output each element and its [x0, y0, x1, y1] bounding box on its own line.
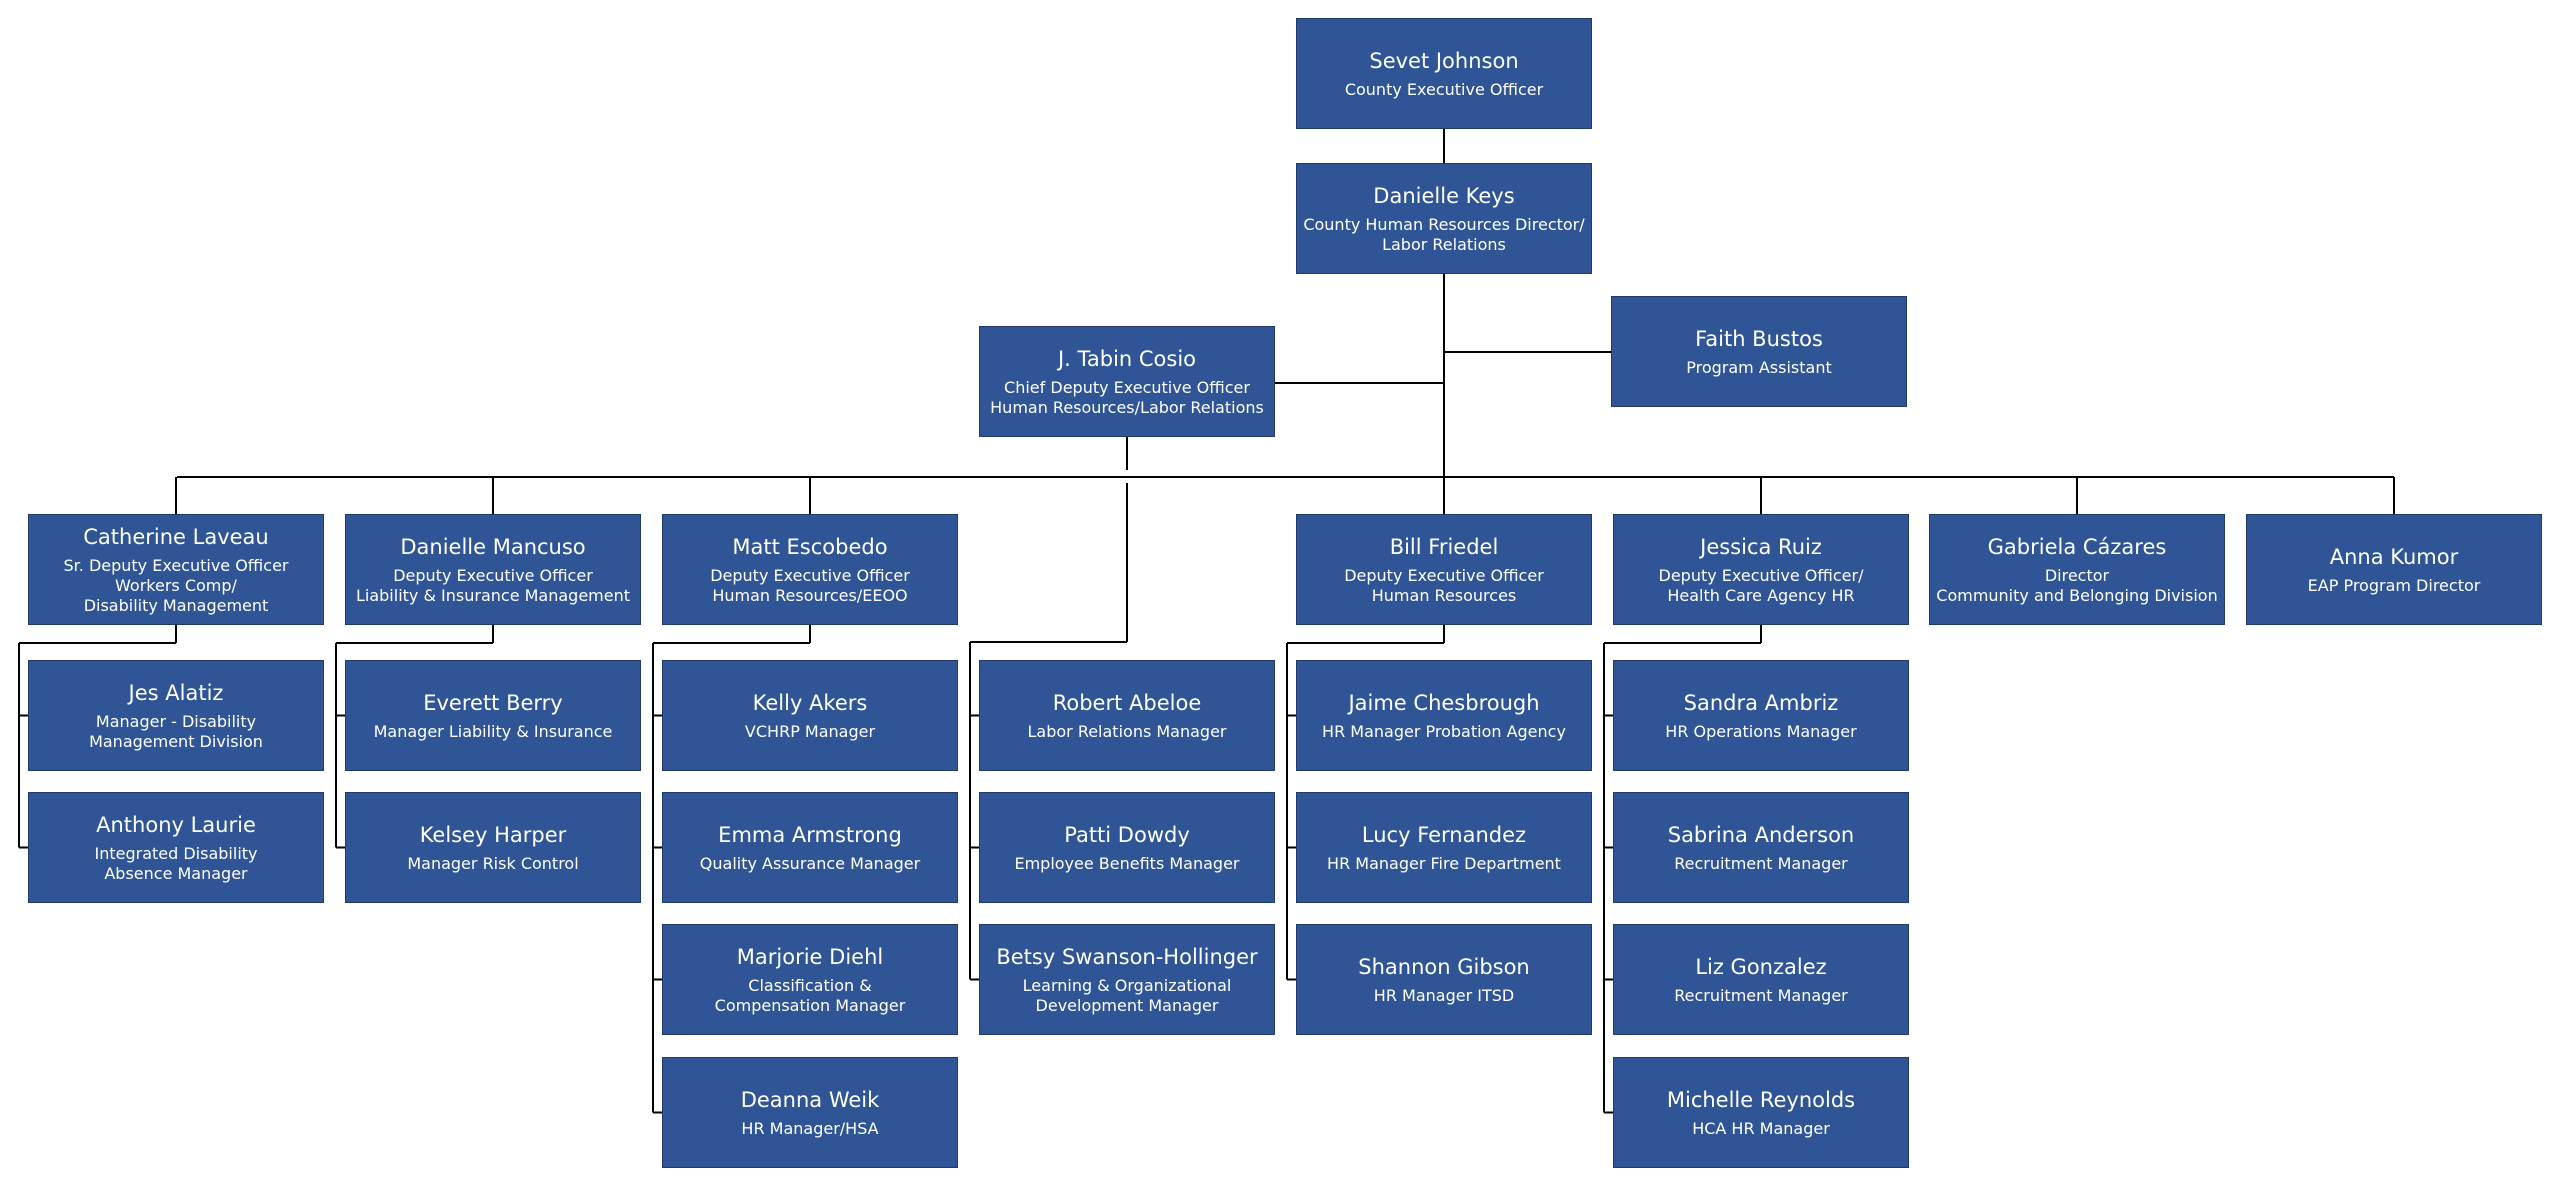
person-name: Michelle Reynolds [1666, 1087, 1856, 1112]
person-name: Faith Bustos [1695, 326, 1823, 351]
person-title: Employee Benefits Manager [1014, 853, 1240, 873]
person-name: Deanna Weik [740, 1087, 880, 1112]
person-title: HR Operations Manager [1665, 721, 1857, 741]
person-name: Catherine Laveau [83, 524, 269, 549]
person-name: Bill Friedel [1389, 534, 1499, 559]
person-title: HR Manager ITSD [1373, 985, 1515, 1005]
person-title: Director Community and Belonging Divisio… [1936, 565, 2218, 605]
person-name: Sandra Ambriz [1683, 690, 1839, 715]
person-name: Jessica Ruiz [1700, 534, 1822, 559]
node-manager: Deanna Weik HR Manager/HSA [662, 1057, 958, 1168]
person-title: VCHRP Manager [744, 721, 876, 741]
person-name: Anna Kumor [2329, 544, 2459, 569]
person-name: Jes Alatiz [128, 680, 224, 705]
person-title: County Human Resources Director/ Labor R… [1303, 214, 1585, 254]
person-name: Everett Berry [423, 690, 563, 715]
person-name: Jaime Chesbrough [1348, 690, 1540, 715]
person-title: Program Assistant [1686, 357, 1832, 377]
person-title: HCA HR Manager [1692, 1118, 1830, 1138]
person-name: Lucy Fernandez [1361, 822, 1527, 847]
person-name: Matt Escobedo [732, 534, 888, 559]
person-name: Liz Gonzalez [1695, 954, 1827, 979]
person-title: Learning & Organizational Development Ma… [1022, 975, 1232, 1015]
person-title: Manager - Disability Management Division [89, 711, 263, 751]
person-title: HR Manager/HSA [741, 1118, 879, 1138]
person-title: Labor Relations Manager [1027, 721, 1227, 741]
person-title: HR Manager Probation Agency [1322, 721, 1566, 741]
node-manager: Shannon Gibson HR Manager ITSD [1296, 924, 1592, 1035]
person-title: Recruitment Manager [1674, 985, 1848, 1005]
person-title: Manager Liability & Insurance [373, 721, 613, 741]
person-name: J. Tabin Cosio [1057, 346, 1197, 371]
person-name: Sabrina Anderson [1667, 822, 1855, 847]
person-name: Shannon Gibson [1358, 954, 1530, 979]
person-name: Kelsey Harper [419, 822, 567, 847]
person-title: Quality Assurance Manager [699, 853, 921, 873]
node-manager: Sandra Ambriz HR Operations Manager [1613, 660, 1909, 771]
person-title: Deputy Executive Officer Human Resources [1344, 565, 1544, 605]
person-title: Sr. Deputy Executive Officer Workers Com… [63, 555, 289, 615]
node-manager: Lucy Fernandez HR Manager Fire Department [1296, 792, 1592, 903]
person-title: HR Manager Fire Department [1327, 853, 1561, 873]
node-manager: Jaime Chesbrough HR Manager Probation Age… [1296, 660, 1592, 771]
person-name: Danielle Mancuso [400, 534, 586, 559]
person-name: Anthony Laurie [96, 812, 256, 837]
person-name: Marjorie Diehl [736, 944, 884, 969]
person-name: Patti Dowdy [1064, 822, 1190, 847]
person-title: Chief Deputy Executive Officer Human Res… [990, 377, 1264, 417]
person-title: Deputy Executive Officer Liability & Ins… [355, 565, 631, 605]
person-title: EAP Program Director [2307, 575, 2481, 595]
person-title: Manager Risk Control [407, 853, 579, 873]
person-title: Integrated Disability Absence Manager [94, 843, 258, 883]
person-name: Kelly Akers [752, 690, 868, 715]
person-title: Classification & Compensation Manager [714, 975, 906, 1015]
person-name: Emma Armstrong [718, 822, 902, 847]
person-name: Robert Abeloe [1052, 690, 1202, 715]
person-name: Gabriela Cázares [1987, 534, 2167, 559]
person-name: Danielle Keys [1373, 183, 1515, 208]
person-name: Betsy Swanson-Hollinger [996, 944, 1258, 969]
person-title: Deputy Executive Officer/ Health Care Ag… [1658, 565, 1864, 605]
person-name: Sevet Johnson [1369, 48, 1519, 73]
person-title: Recruitment Manager [1674, 853, 1848, 873]
person-title: County Executive Officer [1344, 79, 1544, 99]
person-title: Deputy Executive Officer Human Resources… [710, 565, 910, 605]
